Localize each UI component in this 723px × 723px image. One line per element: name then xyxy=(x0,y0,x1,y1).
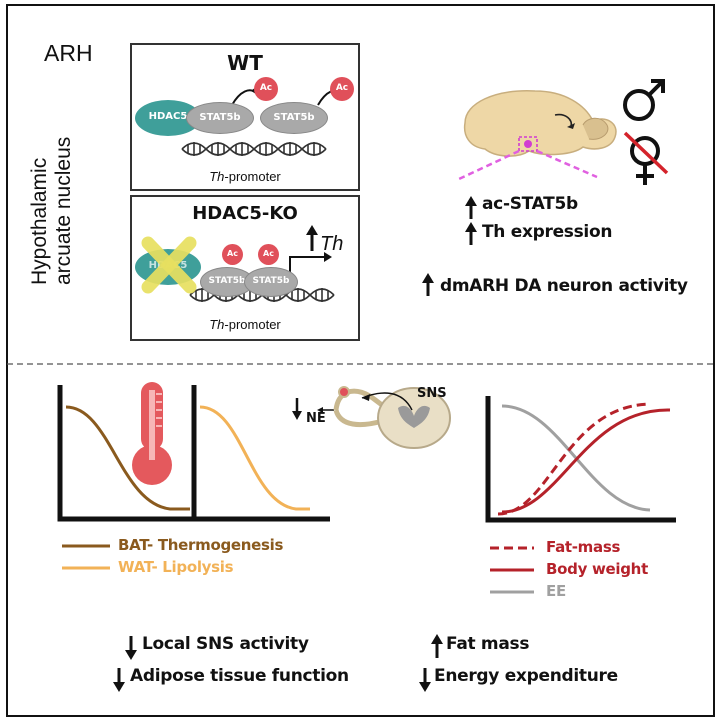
legend-label-bw: Body weight xyxy=(546,560,648,578)
vertical-label-line2: arcuate nucleus xyxy=(52,136,75,285)
cerebellum-shape xyxy=(582,117,609,140)
wat-graph xyxy=(191,385,330,522)
wat-axes xyxy=(191,385,330,522)
figure-frame xyxy=(6,4,715,717)
wat-curve xyxy=(199,405,310,511)
female-symbol-crossed-icon xyxy=(623,131,669,185)
wt-stat5b-2 xyxy=(260,102,328,134)
wt-ac-1-label: Ac xyxy=(259,83,273,93)
vertical-label-line1: Hypothalamic xyxy=(28,157,51,285)
neuron-arrowhead xyxy=(362,394,370,401)
up-arrow-icon xyxy=(465,196,477,219)
bat-graph xyxy=(57,385,215,522)
wt-panel: WT HDAC5 STAT5b STAT5b Ac Ac Th-promoter xyxy=(130,43,360,191)
brain-illustration xyxy=(458,79,669,185)
arh-region-box xyxy=(518,136,538,152)
sns-label: SNS xyxy=(417,386,447,401)
thermometer-icon xyxy=(132,382,172,485)
left-legend-lines xyxy=(62,544,110,570)
wt-stat5b-1-label: STAT5b xyxy=(199,112,241,123)
outcome-energy-expenditure: Energy expenditure xyxy=(434,666,618,686)
outcome-ac-stat5b: ac-STAT5b xyxy=(482,194,578,214)
bw-curve xyxy=(501,408,671,514)
fat-curve xyxy=(497,402,651,516)
ko-ac-2 xyxy=(258,244,279,265)
wt-arrow-1 xyxy=(231,89,257,106)
ko-th-up-arrowhead xyxy=(306,225,318,235)
ko-transcription-arrowhead xyxy=(324,252,332,262)
right-legend-lines xyxy=(490,546,534,594)
ko-stat5b-2 xyxy=(244,267,298,297)
legend-label-ee: EE xyxy=(546,582,566,600)
wt-promoter-label: Th-promoter xyxy=(209,169,281,184)
ko-stat5b-2-label: STAT5b xyxy=(252,276,290,286)
wt-title: WT xyxy=(227,51,263,75)
ganglion-dot xyxy=(338,386,350,398)
ne-arrowhead xyxy=(317,407,323,413)
down-arrow-icon xyxy=(292,398,302,420)
brain-curve-arrowhead xyxy=(567,123,575,129)
legend-label-bat: BAT- Thermogenesis xyxy=(118,536,284,554)
ne-label: NE xyxy=(306,411,326,426)
outcome-local-sns: Local SNS activity xyxy=(142,634,309,654)
wt-stat5b-2-label: STAT5b xyxy=(273,112,315,123)
zoom-line-right xyxy=(536,149,598,179)
down-arrow-icon xyxy=(419,668,431,692)
wt-dna-icon xyxy=(181,142,327,156)
wt-ac-2 xyxy=(330,77,354,101)
brain-shape xyxy=(463,90,617,157)
bw-axes xyxy=(485,396,676,523)
ko-stat5b-1-label: STAT5b xyxy=(208,276,246,286)
male-symbol-icon xyxy=(623,79,665,121)
bottom-right-arrows xyxy=(419,634,443,692)
legend-label-wat: WAT- Lipolysis xyxy=(118,558,234,576)
wt-stat5b-1 xyxy=(186,102,254,134)
ko-promoter-label: Th-promoter xyxy=(209,317,281,332)
outcome-th-expression: Th expression xyxy=(482,222,613,242)
bodyweight-graph xyxy=(485,396,676,523)
ee-curve xyxy=(501,404,651,512)
legend-label-fat: Fat-mass xyxy=(546,538,621,556)
wt-hdac5-label: HDAC5 xyxy=(148,111,188,122)
zoom-line-left xyxy=(458,149,520,181)
bat-axes xyxy=(57,385,215,522)
outcome-fat-mass: Fat mass xyxy=(446,634,530,654)
bottom-left-arrows xyxy=(113,636,137,692)
up-arrow-icon xyxy=(431,634,443,658)
up-arrow-icon xyxy=(465,222,477,245)
top-outcome-arrows xyxy=(422,196,477,296)
ko-ac-1-label: Ac xyxy=(227,249,238,258)
section-divider xyxy=(7,363,716,365)
ko-panel: HDAC5-KO HDAC5 STAT5b STAT5b Ac Ac Th Th xyxy=(130,195,360,341)
region-label: ARH xyxy=(44,40,93,66)
sns-illustration xyxy=(292,386,451,449)
ko-ac-1 xyxy=(222,244,243,265)
ko-title: HDAC5-KO xyxy=(192,203,298,224)
ko-deletion-cross-icon xyxy=(141,236,197,294)
vertical-label: Hypothalamic arcuate nucleus xyxy=(28,95,108,320)
ko-th-gene-label: Th xyxy=(320,233,344,255)
down-arrow-icon xyxy=(125,636,137,660)
wt-ac-1 xyxy=(254,77,278,101)
ko-ac-2-label: Ac xyxy=(263,249,274,258)
bat-curve xyxy=(65,405,190,511)
down-arrow-icon xyxy=(113,668,125,692)
arh-region-dot xyxy=(524,140,532,148)
spinal-gray-matter xyxy=(398,405,430,428)
outcome-adipose: Adipose tissue function xyxy=(130,666,349,686)
up-arrow-icon xyxy=(422,273,434,296)
outcome-dmarh-activity: dmARH DA neuron activity xyxy=(440,276,688,296)
wt-ac-2-label: Ac xyxy=(335,83,349,93)
